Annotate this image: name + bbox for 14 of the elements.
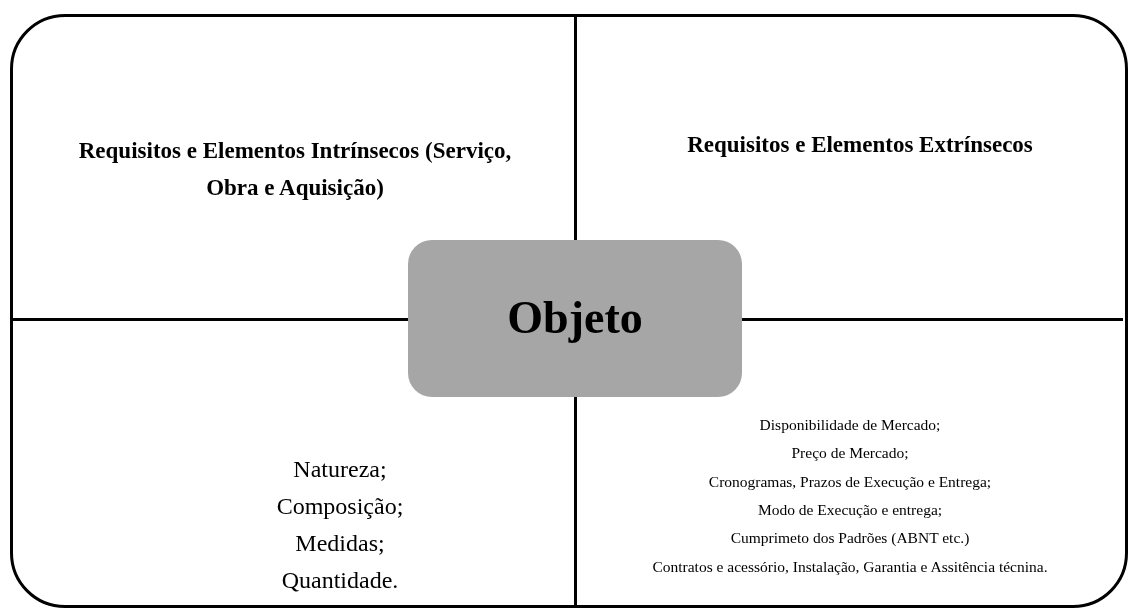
list-item: Composição; [276,491,404,521]
list-item: Medidas; [295,529,385,558]
list-item: Cronogramas, Prazos de Execução e Entrega; [708,472,992,491]
list-item: Cumprimeto dos Padrões (ABNT etc.) [730,529,970,548]
list-item: Disponibilidade de Mercado; [759,416,941,435]
list-item: Contratos e acessório, Instalação, Garantia e Assitência técnina. [652,557,1048,576]
list-item: Modo de Execução e entrega; [757,501,943,520]
list-item: Quantidade. [281,566,399,596]
heading-text: Requisitos e Elementos Intrínsecos (Serviço, Obra e Aquisição) [77,137,513,202]
heading-text: Requisitos e Elementos Extrínsecos [687,130,1033,159]
title-text: Objeto [507,293,643,344]
list-item: Preço de Mercado; [791,444,909,463]
center-box [408,240,742,397]
list-item: Natureza; [293,454,387,484]
